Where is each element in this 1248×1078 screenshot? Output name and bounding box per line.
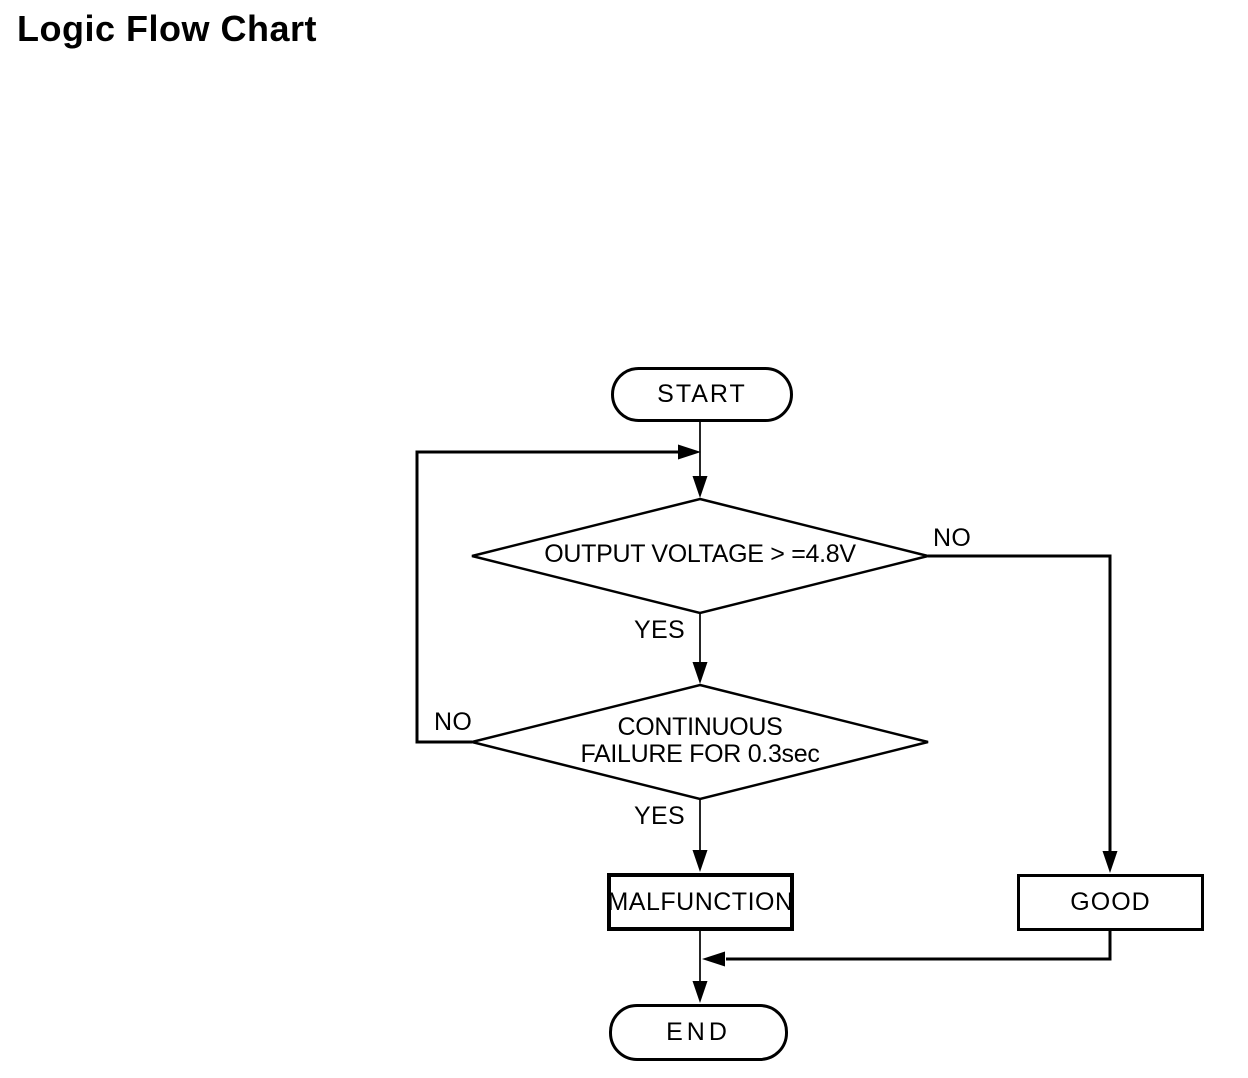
malfunction-node-label: MALFUNCTION [607, 887, 794, 916]
good-node: GOOD [1017, 874, 1204, 931]
arrowhead-merge-left [702, 951, 725, 967]
arrowhead-into-good [1102, 851, 1118, 873]
decision-continuous-failure-label-line1: CONTINUOUS [617, 713, 783, 741]
connector-decision1-no-to-good [928, 554, 1112, 853]
page-title: Logic Flow Chart [17, 8, 317, 49]
decision2-no-label: NO [434, 708, 473, 736]
end-node: END [609, 1004, 788, 1061]
connector-good-to-merge [726, 930, 1112, 961]
decision-output-voltage-label: OUTPUT VOLTAGE > =4.8V [544, 540, 856, 568]
start-node-label: START [657, 380, 747, 408]
malfunction-node: MALFUNCTION [607, 873, 794, 931]
start-node: START [611, 367, 793, 422]
arrowhead-feedback-junction [678, 444, 701, 460]
connector-feedback-loop [415, 450, 678, 744]
good-node-label: GOOD [1070, 888, 1151, 916]
decision1-no-label: NO [933, 524, 972, 552]
decision-continuous-failure-label-line2: FAILURE FOR 0.3sec [580, 740, 820, 768]
decision2-yes-label: YES [634, 802, 685, 830]
decision-continuous-failure-label: CONTINUOUS FAILURE FOR 0.3sec [472, 714, 928, 768]
decision1-yes-label: YES [634, 616, 685, 644]
arrowhead-into-malfunction [692, 850, 708, 872]
arrowhead-into-decision1 [692, 476, 708, 498]
end-node-label: END [666, 1018, 731, 1046]
arrowhead-into-end [692, 981, 708, 1003]
arrowhead-into-decision2 [692, 662, 708, 684]
